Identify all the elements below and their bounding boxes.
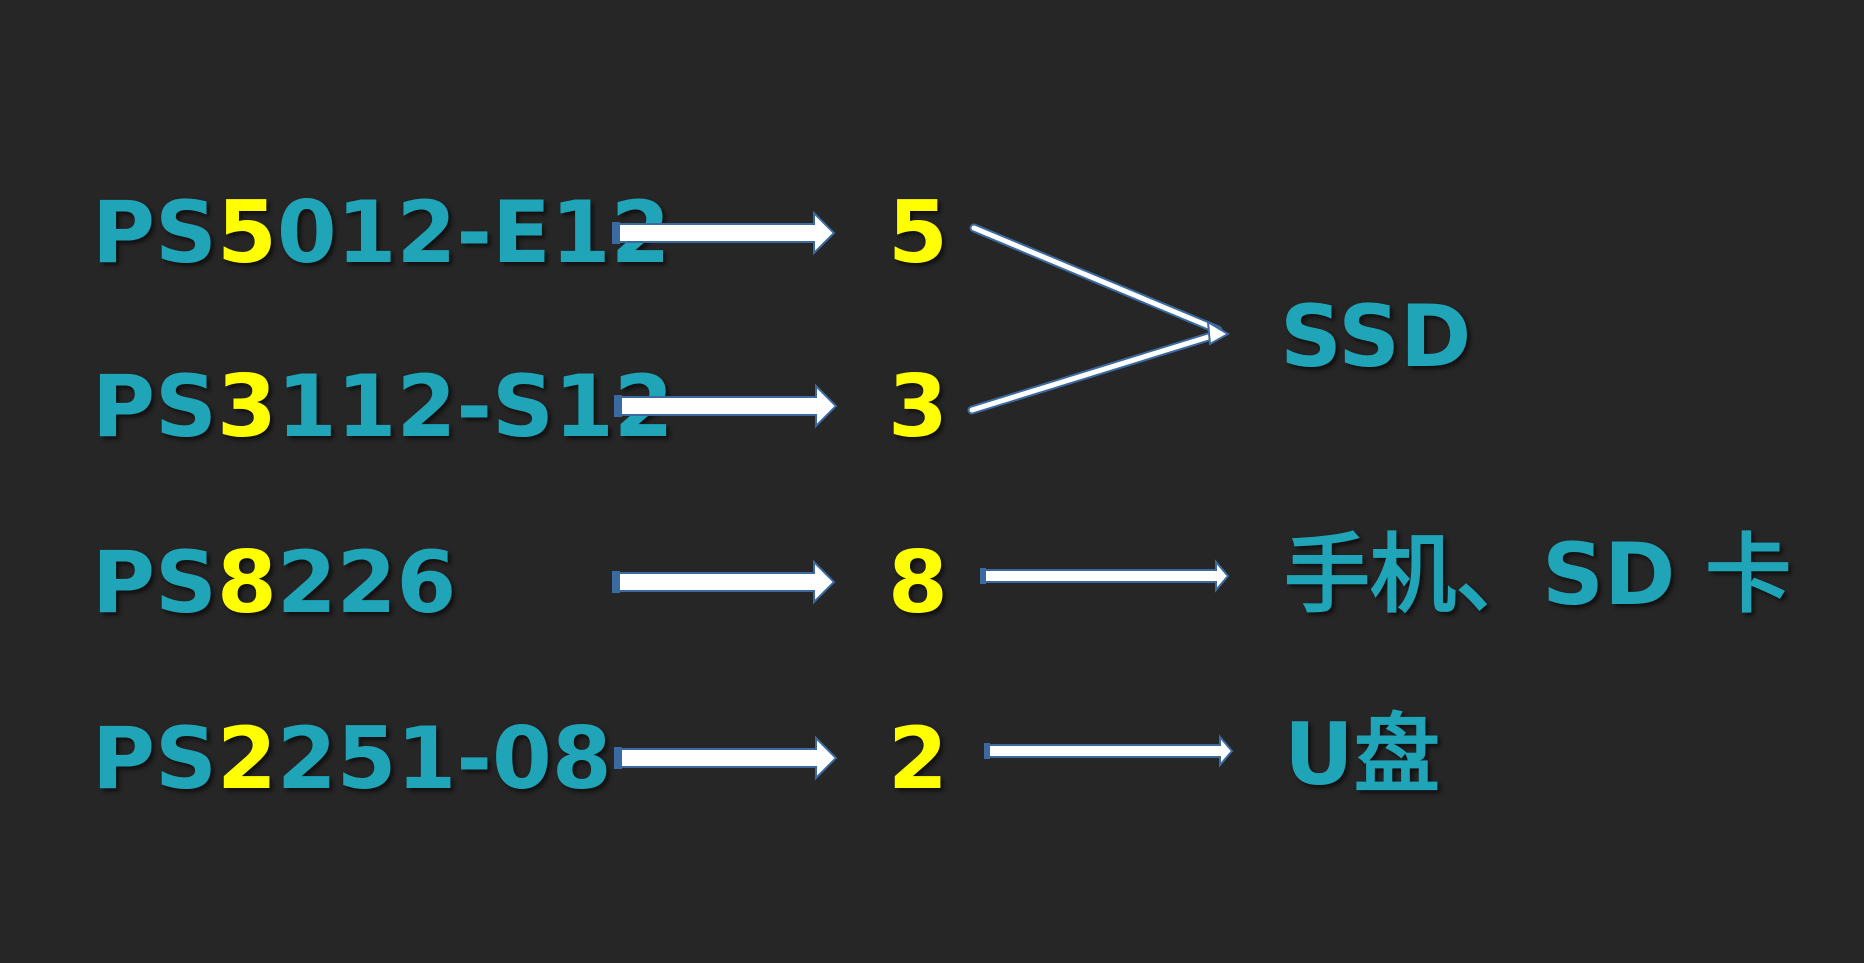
- model-highlight-digit: 3: [216, 357, 277, 457]
- model-label-ps3112: PS3112-S12: [92, 364, 674, 450]
- block-arrow-row4: [614, 735, 838, 781]
- model-prefix: PS: [92, 183, 217, 283]
- destination-phone-sd-card: 手机、SD 卡: [1284, 525, 1792, 625]
- series-number-5: 5: [888, 183, 948, 283]
- model-suffix: 012-E12: [276, 183, 671, 283]
- model-label-ps8226: PS8226: [92, 540, 456, 626]
- model-prefix: PS: [92, 709, 217, 809]
- model-suffix: 226: [276, 533, 457, 633]
- series-number-3: 3: [888, 357, 948, 457]
- line-arrow-8-to-phone-sd: [980, 559, 1230, 593]
- model-prefix: PS: [92, 533, 217, 633]
- block-arrow-row3: [612, 559, 836, 605]
- series-number-8: 8: [888, 533, 948, 633]
- model-suffix: 112-S12: [276, 357, 674, 457]
- block-arrow-row2: [614, 383, 838, 429]
- model-prefix: PS: [92, 357, 217, 457]
- destination-ssd: SSD: [1280, 287, 1472, 387]
- model-highlight-digit: 2: [216, 709, 277, 809]
- model-label-ps2251: PS2251-08: [92, 716, 612, 802]
- destination-usb-drive: U盘: [1284, 705, 1440, 805]
- line-arrow-3-to-ssd: [967, 320, 1230, 415]
- line-arrow-2-to-usb: [984, 734, 1234, 768]
- model-highlight-digit: 5: [216, 183, 277, 283]
- line-arrow-5-to-ssd: [969, 223, 1223, 335]
- model-suffix: 251-08: [276, 709, 612, 809]
- model-label-ps5012: PS5012-E12: [92, 190, 670, 276]
- block-arrow-row1: [612, 210, 836, 256]
- model-highlight-digit: 8: [216, 533, 277, 633]
- series-number-2: 2: [888, 709, 948, 809]
